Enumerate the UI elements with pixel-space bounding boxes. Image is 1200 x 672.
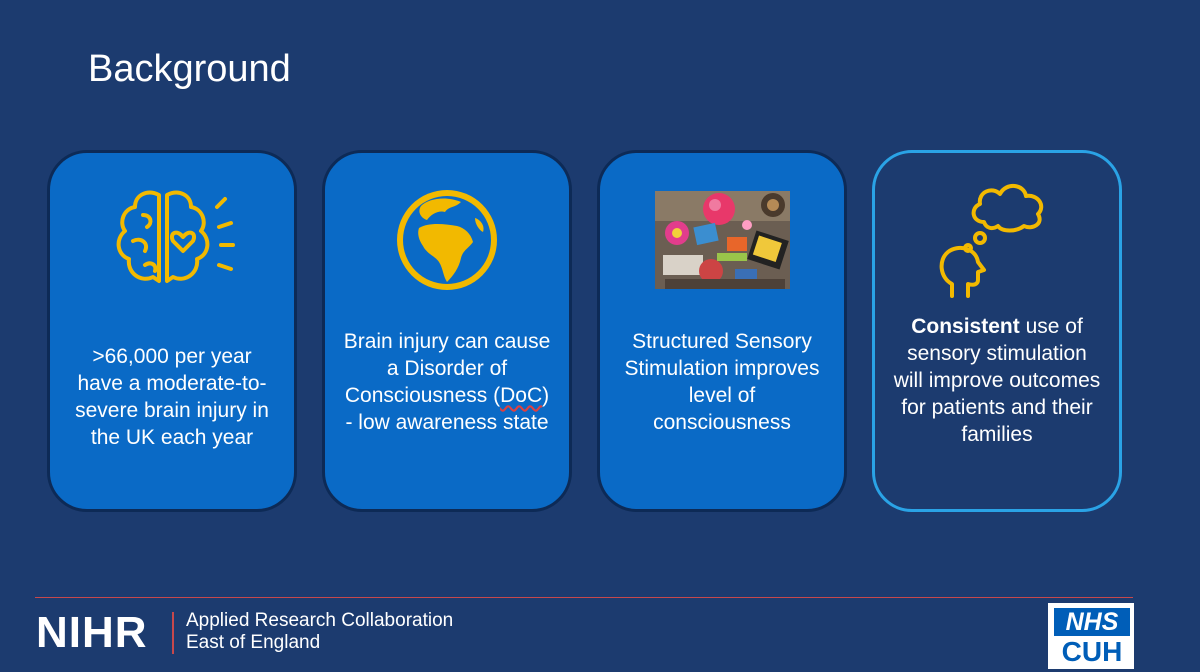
nhs-logo: NHS (1054, 608, 1130, 636)
slide-title: Background (88, 48, 291, 90)
arc-east-of-england: Applied Research Collaboration East of E… (186, 610, 453, 654)
card-text: Brain injury can cause a Disorder of Con… (343, 330, 551, 434)
card-consistent-stimulation: Consistent use of sensory stimulation wi… (872, 150, 1122, 512)
card-disorder-of-consciousness: Brain injury can cause a Disorder of Con… (322, 150, 572, 512)
card-text: Structured Sensory Stimulation improves … (624, 330, 820, 434)
card-text: >66,000 per year have a moderate-to-seve… (75, 345, 269, 449)
emphasis-consistent: Consistent (911, 315, 1020, 338)
card-sensory-stimulation: Structured Sensory Stimulation improves … (597, 150, 847, 512)
brain-heart-icon (50, 175, 294, 305)
thinking-head-icon (875, 175, 1119, 305)
arc-line1: Applied Research Collaboration (186, 610, 454, 631)
card-text: Consistent use of sensory stimulation wi… (893, 315, 1101, 446)
footer-divider (35, 597, 1133, 598)
sensory-objects-photo (600, 175, 844, 305)
globe-icon (325, 175, 569, 305)
arc-line2: East of England (186, 632, 321, 653)
nhs-cuh-logo: NHS CUH (1048, 603, 1134, 669)
cuh-label: CUH (1061, 636, 1123, 667)
nihr-logo: NIHR (36, 608, 148, 657)
doc-abbreviation: DoC (500, 384, 543, 407)
card-brain-injury-stat: >66,000 per year have a moderate-to-seve… (47, 150, 297, 512)
logo-separator (172, 612, 174, 654)
